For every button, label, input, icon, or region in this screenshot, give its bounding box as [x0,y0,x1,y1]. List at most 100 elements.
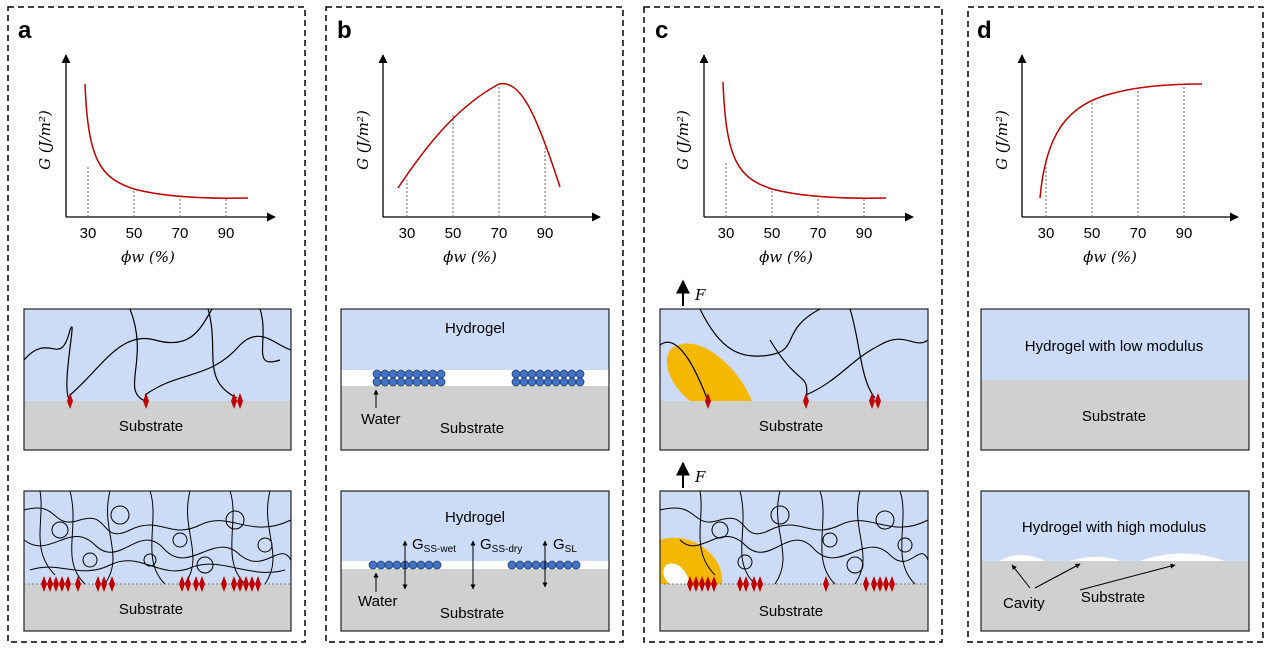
box-frame [23,308,292,451]
hydrogel-label: Hydrogel with high modulus [1022,519,1206,536]
anchor [237,393,243,409]
g-symbol: G [553,536,565,553]
box-frame [980,308,1250,451]
x-tick-90: 90 [856,225,873,242]
x-tick-30: 30 [1038,225,1055,242]
anchor [705,393,711,409]
y-axis-label: G (J/m²) [354,110,372,170]
hydrogel-label: Hydrogel [445,320,505,337]
polymer-chain [69,308,213,396]
hydrogel-label: Hydrogel [445,509,505,526]
substrate-label: Substrate [1081,589,1145,606]
water-label: Water [358,593,397,610]
substrate-label: Substrate [440,605,504,622]
panel-c-box1: F Substrate [659,279,929,451]
panel-d-frame [967,6,1264,643]
panel-c-chart: 30 50 70 90 ϕw (%) G (J/m²) [674,54,914,266]
panel-b: b 30 50 70 90 ϕw (%) G (J/m²) [325,6,624,643]
x-tick-50: 50 [1084,225,1101,242]
panel-d: d 30 50 70 90 ϕw (%) G (J/m²) Hydrogel w… [967,6,1264,643]
g-ss-dry-subscript: SS-dry [492,544,523,555]
anchor [803,393,809,409]
crack-void [663,563,690,584]
anchor [67,393,73,409]
g-ss-wet-label: GSS-wet [412,536,456,555]
panel-d-box1: Hydrogel with low modulus Substrate [980,308,1250,451]
x-tick-90: 90 [218,225,235,242]
anchor [143,393,149,409]
panel-a-label: a [18,17,32,44]
substrate-label: Substrate [759,418,823,435]
panel-c-frame [643,6,943,643]
curve [397,82,561,189]
panel-a-chart: 30 50 70 90 ϕw (%) G (J/m²) [36,54,276,266]
substrate-region [24,584,291,631]
polymer-chain [849,308,876,399]
anchor [231,393,237,409]
force-label: F [694,286,706,304]
substrate-region [24,401,291,450]
panel-b-frame [325,6,624,643]
x-tick-70: 70 [491,225,508,242]
box-frame [340,308,610,451]
panel-d-label: d [977,17,992,44]
water-beads-right [511,369,585,387]
x-axis-label: ϕw (%) [759,248,813,266]
panel-d-chart: 30 50 70 90 ϕw (%) G (J/m²) [993,54,1239,266]
polymer-chain [805,338,929,396]
panel-a-frame [7,6,306,643]
box-frame [980,490,1250,632]
g-symbol: G [480,536,492,553]
polymer-chain [769,339,808,402]
dense-network [659,490,929,585]
substrate-label: Substrate [119,601,183,618]
substrate-label: Substrate [759,603,823,620]
x-axis-label: ϕw (%) [1083,248,1137,266]
x-axis-label: ϕw (%) [121,248,175,266]
y-axis-label: G (J/m²) [674,110,692,170]
x-axis-label: ϕw (%) [443,248,497,266]
dense-anchors [41,576,261,592]
polymer-chain [129,308,146,402]
panel-a-box2: Substrate [23,490,292,632]
g-sl-subscript: SL [565,544,578,555]
panel-a-box1: Substrate [23,308,292,451]
anchor [869,393,875,409]
substrate-label: Substrate [1082,408,1146,425]
dense-anchors [687,576,895,592]
x-tick-30: 30 [399,225,416,242]
panel-c-label: c [655,17,668,44]
polymer-chain [259,308,281,363]
polymer-chain [699,308,821,357]
curve [722,81,887,199]
substrate-label: Substrate [119,418,183,435]
x-tick-70: 70 [1130,225,1147,242]
cavity-label: Cavity [1003,595,1045,612]
panel-c-box2: F Substrate [659,461,929,632]
panel-b-chart: 30 50 70 90 ϕw (%) G (J/m²) [354,54,601,266]
x-tick-50: 50 [445,225,462,242]
panel-d-box2: Hydrogel with high modulus Cavity Substr… [980,490,1250,632]
hydrogel-region [981,309,1249,380]
x-tick-30: 30 [718,225,735,242]
cavity-pointer [1079,563,1176,591]
curve [1039,83,1203,199]
substrate-region [660,584,928,631]
polymer-chain [23,326,73,402]
hydrogel-region [341,309,609,370]
anchor [875,393,881,409]
substrate-region [981,561,1249,631]
panel-b-box1: Hydrogel Water Substrate [340,308,610,451]
panel-c: c 30 50 70 90 ϕw (%) G (J/m²) F [643,6,943,643]
g-sl-label: GSL [553,536,577,555]
hydrogel-region [981,491,1249,561]
curve [84,83,249,199]
substrate-region [660,401,928,450]
x-tick-90: 90 [1176,225,1193,242]
force-label: F [694,468,706,486]
x-tick-30: 30 [80,225,97,242]
y-axis-label: G (J/m²) [36,110,54,170]
polymer-chain [144,335,292,396]
cavity-pointer [1011,564,1031,589]
